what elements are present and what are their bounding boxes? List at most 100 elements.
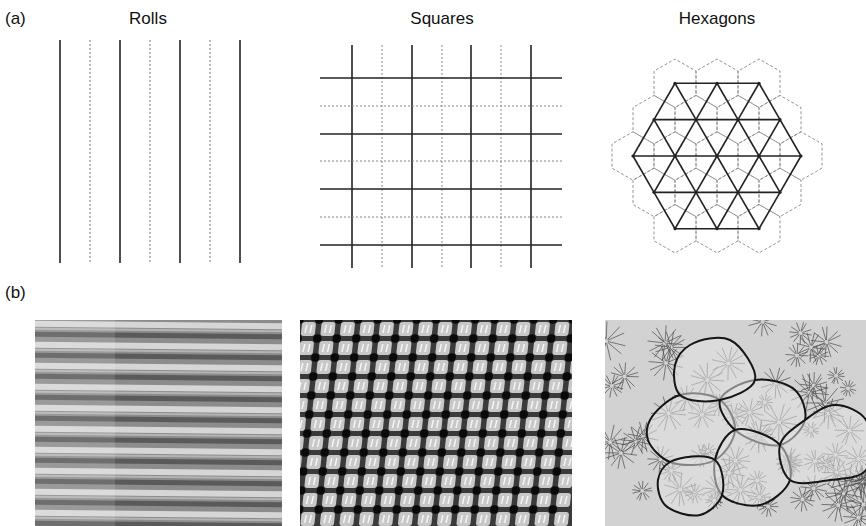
dark-node: [531, 486, 540, 494]
cell-streak: [508, 439, 510, 447]
starburst-ray: [793, 492, 801, 498]
roll-line: [150, 40, 151, 263]
cell-streak: [430, 439, 432, 447]
square-cell: [341, 493, 356, 507]
starburst-ray: [849, 380, 850, 386]
cell-streak: [500, 515, 502, 523]
starburst-ray: [652, 331, 664, 341]
starburst-ray: [767, 509, 768, 517]
dark-node: [422, 410, 431, 418]
starburst-ray: [859, 503, 861, 516]
starburst-ray: [667, 343, 683, 344]
starburst-ray: [827, 344, 831, 357]
starburst-ray: [850, 390, 855, 394]
starburst-ray: [811, 390, 824, 402]
dark-node: [502, 391, 511, 399]
cell-streak: [348, 477, 350, 485]
triangle-line: [675, 192, 696, 228]
dark-node: [367, 372, 376, 380]
cell-streak: [367, 344, 369, 352]
starburst-ray: [631, 427, 635, 439]
cell-streak: [344, 325, 346, 333]
cell-streak: [456, 420, 458, 428]
square-dotted-line: [320, 217, 562, 218]
square-cell: [527, 398, 542, 412]
starburst-ray: [844, 518, 856, 523]
dark-node: [420, 429, 429, 437]
square-cell: [378, 512, 393, 526]
cell-streak: [305, 325, 307, 333]
cell-streak: [507, 496, 509, 504]
square-cell: [525, 417, 540, 431]
dark-node: [521, 391, 530, 399]
square-cell: [302, 493, 317, 507]
square-cell: [534, 512, 549, 526]
cell-streak: [566, 439, 568, 447]
dark-node: [484, 372, 493, 380]
cell-streak: [354, 420, 356, 428]
dark-node: [517, 429, 526, 437]
cell-streak: [443, 496, 445, 504]
square-cell: [439, 493, 454, 507]
starburst-ray: [845, 381, 847, 387]
cell-streak: [355, 458, 357, 466]
dark-node: [455, 467, 464, 475]
square-cell: [447, 417, 462, 431]
starburst-ray: [633, 491, 641, 493]
starburst-ray: [816, 484, 827, 488]
square-cell: [355, 360, 370, 374]
cell-streak: [414, 401, 416, 409]
cell-streak: [457, 363, 459, 371]
dark-node: [330, 353, 339, 361]
cell-streak: [502, 496, 504, 504]
dark-node: [562, 372, 571, 380]
square-cell: [482, 455, 497, 469]
pattern-title: Hexagons: [679, 10, 756, 29]
cell-streak: [537, 344, 539, 352]
cell-streak: [464, 344, 466, 352]
starburst-ray: [811, 340, 825, 341]
starburst-ray: [643, 483, 648, 489]
cell-streak: [548, 477, 550, 485]
triangle-line: [717, 83, 738, 119]
dark-node: [437, 448, 446, 456]
square-cell: [558, 474, 572, 488]
lattice-dot: [778, 191, 781, 194]
cell-streak: [403, 325, 405, 333]
cell-streak: [437, 420, 439, 428]
cell-streak: [463, 496, 465, 504]
starburst-ray: [802, 333, 811, 335]
rolls-photo: [35, 320, 282, 526]
starburst-ray: [816, 346, 818, 354]
square-cell: [445, 436, 460, 450]
cell-streak: [362, 344, 364, 352]
cell-streak: [320, 420, 322, 428]
square-cell: [310, 417, 325, 431]
dark-node: [500, 410, 509, 418]
starburst-ray: [621, 439, 634, 441]
starburst-ray: [832, 377, 835, 383]
starburst-ray: [748, 320, 760, 321]
dark-node: [515, 448, 524, 456]
starburst-ray: [859, 505, 866, 516]
starburst-ray: [605, 322, 606, 339]
square-cell: [359, 512, 374, 526]
dark-node: [320, 448, 329, 456]
cell-streak: [309, 477, 311, 485]
cell-streak: [449, 439, 451, 447]
square-cell: [402, 474, 417, 488]
cell-streak: [540, 363, 542, 371]
cell-streak: [302, 401, 304, 409]
cell-streak: [315, 420, 317, 428]
squares-photo: [300, 320, 572, 526]
square-cell: [519, 474, 534, 488]
dark-node: [357, 467, 366, 475]
starburst-ray: [821, 504, 836, 506]
dark-node: [414, 486, 423, 494]
starburst-ray: [804, 500, 813, 506]
cell-streak: [531, 401, 533, 409]
dark-node: [504, 372, 513, 380]
starburst-ray: [801, 501, 803, 511]
square-cell: [418, 322, 433, 336]
